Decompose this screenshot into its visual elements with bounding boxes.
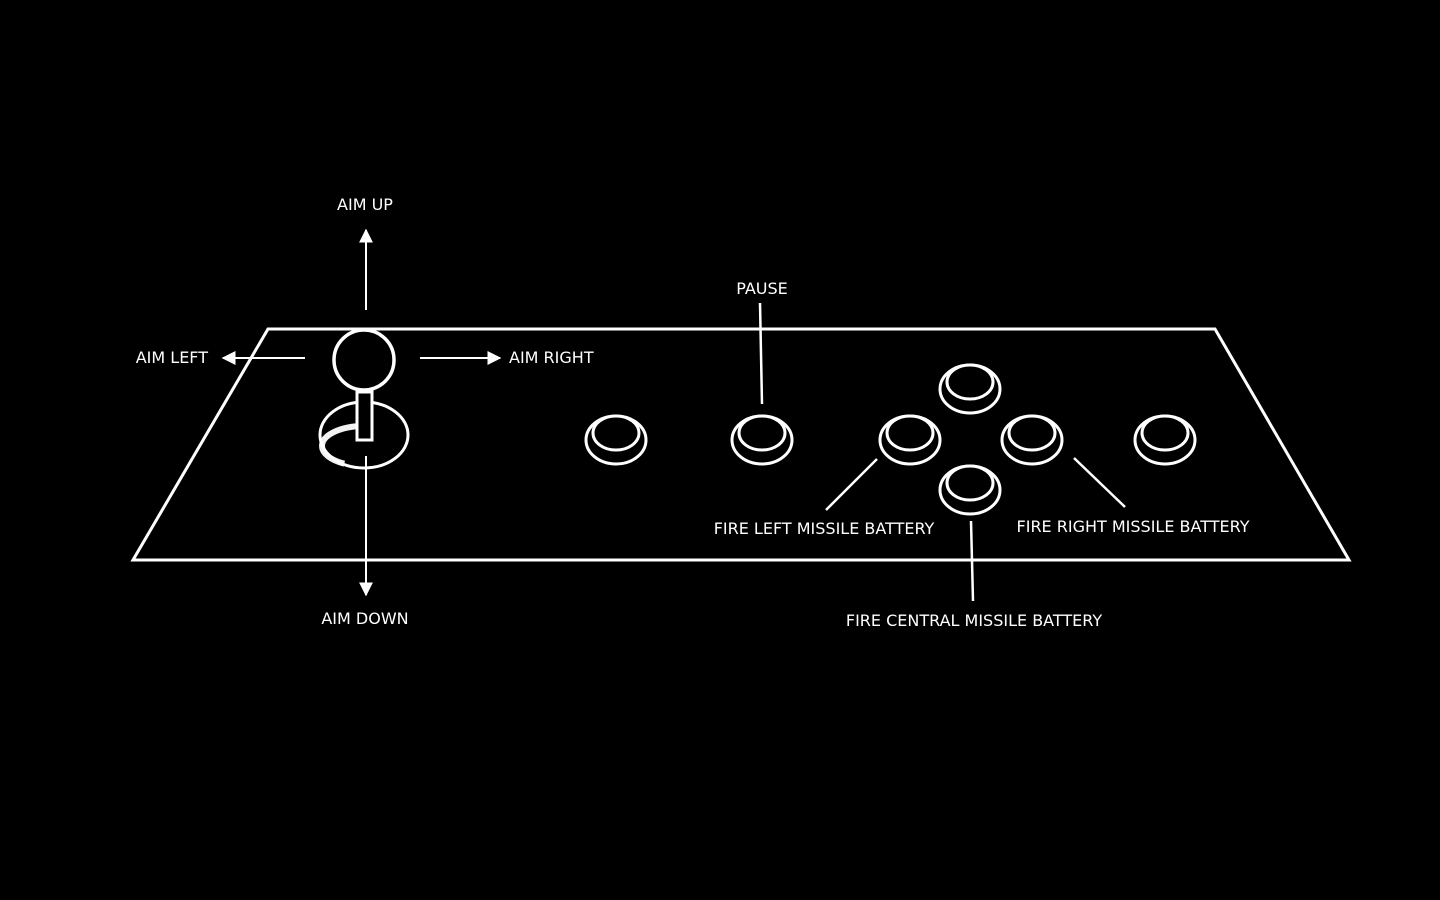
arcade-button-far-left[interactable]	[584, 414, 648, 466]
arcade-button-far-right[interactable]	[1133, 414, 1197, 466]
arcade-button-top[interactable]	[938, 363, 1002, 415]
control-panel-outline	[130, 327, 1352, 562]
aim-right-label: AIM RIGHT	[509, 348, 594, 367]
joystick-icon[interactable]	[318, 328, 410, 470]
aim-left-label: AIM LEFT	[136, 348, 209, 367]
fire-right-label: FIRE RIGHT MISSILE BATTERY	[1017, 517, 1250, 536]
pause-label: PAUSE	[736, 279, 788, 298]
pause-leader-line	[758, 302, 764, 405]
joystick-ball-top	[332, 328, 396, 392]
joystick-shaft	[355, 390, 374, 442]
fire-right-leader-line	[1073, 457, 1126, 508]
pause-button[interactable]	[730, 414, 794, 466]
fire-left-leader-line	[825, 458, 878, 511]
fire-central-label: FIRE CENTRAL MISSILE BATTERY	[846, 611, 1102, 630]
fire-left-missile-button[interactable]	[878, 414, 942, 466]
fire-central-missile-button[interactable]	[938, 464, 1002, 516]
fire-central-leader-line	[969, 520, 975, 602]
fire-left-label: FIRE LEFT MISSILE BATTERY	[714, 519, 935, 538]
aim-up-label: AIM UP	[337, 195, 393, 214]
fire-right-missile-button[interactable]	[1000, 414, 1064, 466]
joystick-base-shadow	[319, 423, 409, 469]
aim-down-label: AIM DOWN	[321, 609, 408, 628]
